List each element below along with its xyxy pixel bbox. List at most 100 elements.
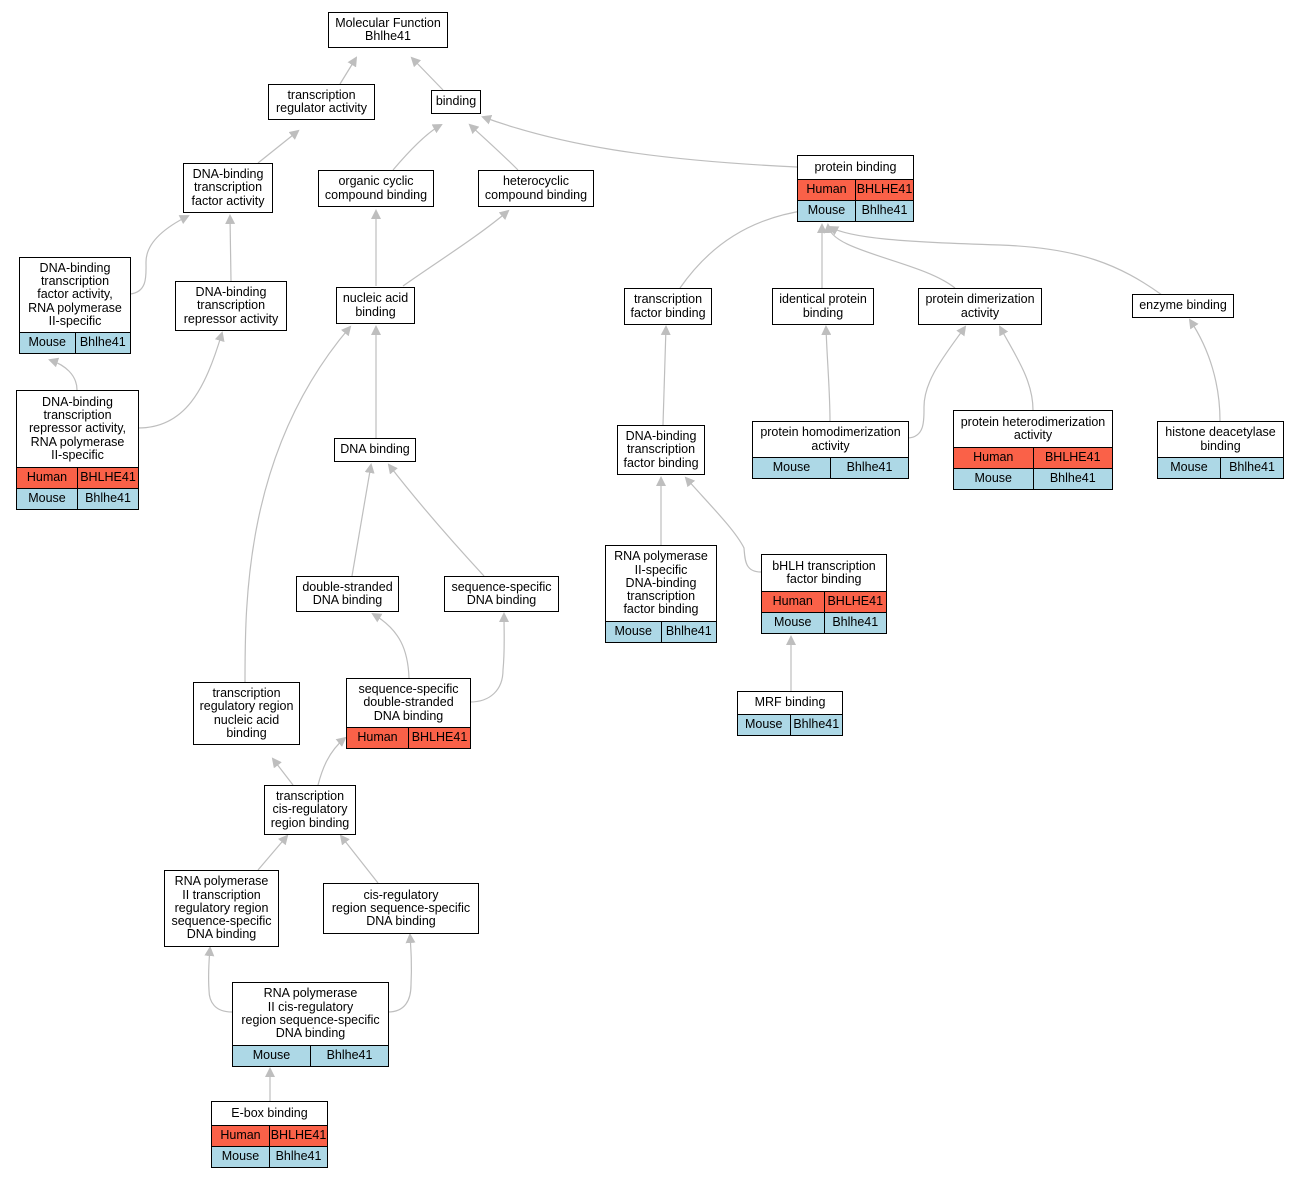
node-dna-binding[interactable]: DNA binding	[334, 438, 416, 462]
mouse-row: Mouse Bhlhe41	[762, 612, 886, 633]
node-label: protein heterodimerization activity	[960, 414, 1106, 442]
node-label: identical protein binding	[779, 292, 867, 320]
node-dna-binding-tf-activity-rnap2[interactable]: DNA-binding transcription factor activit…	[19, 257, 131, 354]
node-dna-binding-repressor-activity[interactable]: DNA-binding transcription repressor acti…	[175, 281, 287, 331]
mouse-row: Mouse Bhlhe41	[233, 1045, 388, 1066]
node-label: nucleic acid binding	[342, 291, 409, 319]
node-label: DNA-binding transcription factor binding	[623, 429, 699, 470]
node-heterocyclic-compound-binding[interactable]: heterocyclic compound binding	[478, 170, 594, 207]
node-protein-dimerization-activity[interactable]: protein dimerization activity	[918, 288, 1042, 325]
gene-cell: BHLHE41	[408, 728, 470, 748]
node-transcription-regulatory-region-nab[interactable]: transcription regulatory region nucleic …	[193, 682, 300, 745]
node-transcription-factor-binding[interactable]: transcription factor binding	[624, 288, 712, 325]
edge-occb-to-binding	[392, 124, 443, 171]
node-label: bHLH transcription factor binding	[772, 558, 876, 586]
node-organic-cyclic-compound-binding[interactable]: organic cyclic compound binding	[318, 170, 434, 207]
node-label: cis-regulatory region sequence-specific …	[331, 887, 471, 929]
node-rnap2-cis-regulatory-region-ssdb[interactable]: RNA polymerase II cis-regulatory region …	[232, 982, 389, 1067]
node-double-stranded-dna-binding[interactable]: double-stranded DNA binding	[296, 576, 399, 612]
node-molecular-function[interactable]: Molecular Function Bhlhe41	[328, 12, 448, 48]
species-cell: Mouse	[807, 203, 846, 218]
gene-cell: Bhlhe41	[77, 489, 138, 509]
node-cis-regulatory-region-ssdb[interactable]: cis-regulatory region sequence-specific …	[323, 883, 479, 934]
node-binding[interactable]: binding	[431, 90, 481, 114]
gene-cell: Bhlhe41	[269, 1147, 327, 1167]
node-label: sequence-specific double-stranded DNA bi…	[358, 682, 459, 723]
edge-pda-to-pb	[823, 223, 956, 289]
gene-cell: Bhlhe41	[823, 613, 887, 633]
node-label: DNA-binding transcription factor activit…	[28, 260, 122, 328]
edge-nab-to-hcb	[402, 209, 510, 287]
species-cell: Mouse	[1170, 460, 1208, 475]
edge-tra-to-mf	[339, 56, 358, 85]
species-cell: Human	[772, 594, 813, 609]
gene-cell: Bhlhe41	[1032, 469, 1113, 489]
human-row: Human BHLHE41	[347, 727, 470, 748]
edge-rnap2trr-to-tcrrb	[257, 834, 289, 871]
node-sequence-specific-dna-binding[interactable]: sequence-specific DNA binding	[444, 576, 559, 612]
node-rnap2-transcription-regulatory-region-ssdb[interactable]: RNA polymerase II transcription regulato…	[164, 870, 279, 947]
species-cell: Human	[26, 470, 68, 485]
edge-dbtfb-to-tfb	[660, 325, 671, 426]
edge-ssds-to-ssdb	[469, 612, 510, 703]
species-cell: Mouse	[28, 491, 66, 506]
node-label: protein homodimerization activity	[760, 425, 901, 453]
species-cell: Mouse	[221, 1149, 260, 1164]
node-label: organic cyclic compound binding	[324, 174, 428, 202]
edge-phomo-to-pda	[907, 325, 967, 439]
edge-trrnab-to-nab	[244, 325, 352, 683]
node-rnap2-specific-dna-binding-tf-binding[interactable]: RNA polymerase II-specific DNA-binding t…	[605, 545, 717, 643]
node-identical-protein-binding[interactable]: identical protein binding	[772, 288, 874, 325]
node-enzyme-binding[interactable]: enzyme binding	[1132, 294, 1234, 318]
gene-cell: BHLHE41	[1032, 448, 1113, 468]
mouse-row: Mouse Bhlhe41	[798, 200, 913, 221]
species-cell: Mouse	[252, 1048, 291, 1063]
node-seq-specific-ds-dna-binding[interactable]: sequence-specific double-stranded DNA bi…	[346, 678, 471, 749]
node-label: enzyme binding	[1139, 298, 1227, 313]
node-dna-binding-tf-binding[interactable]: DNA-binding transcription factor binding	[617, 425, 705, 475]
edge-rnap2tf-to-dbtfa	[129, 215, 190, 295]
edge-ssdb-to-dnab	[387, 463, 485, 577]
edge-tcrrb-to-ssds	[317, 736, 347, 786]
node-nucleic-acid-binding[interactable]: nucleic acid binding	[336, 287, 415, 324]
node-label: heterocyclic compound binding	[484, 174, 588, 202]
node-transcription-regulator-activity[interactable]: transcription regulator activity	[268, 84, 375, 120]
mouse-row: Mouse Bhlhe41	[954, 468, 1112, 489]
node-label: DNA-binding transcription factor activit…	[191, 167, 265, 208]
node-label: histone deacetylase binding	[1165, 425, 1276, 453]
species-cell: Human	[357, 730, 398, 745]
node-protein-heterodimerization-activity[interactable]: protein heterodimerization activity Huma…	[953, 410, 1113, 490]
gene-cell: Bhlhe41	[789, 715, 843, 735]
species-cell: Mouse	[773, 615, 812, 630]
species-cell: Mouse	[974, 471, 1013, 486]
node-label: RNA polymerase II cis-regulatory region …	[241, 986, 380, 1041]
edge-tfb-to-pb	[679, 206, 810, 289]
gene-cell: BHLHE41	[823, 592, 887, 612]
node-dna-binding-repressor-rnap2[interactable]: DNA-binding transcription repressor acti…	[16, 390, 139, 510]
node-label: protein dimerization activity	[925, 292, 1035, 320]
edge-binding-to-mf	[410, 56, 444, 91]
gene-cell: Bhlhe41	[310, 1046, 388, 1066]
node-label: transcription cis-regulatory region bind…	[270, 789, 350, 830]
gene-cell: Bhlhe41	[830, 458, 908, 478]
gene-cell: Bhlhe41	[855, 201, 913, 221]
edge-ssds-to-dsdb	[371, 612, 410, 679]
edge-hdb-to-eb	[1188, 318, 1221, 422]
mouse-row: Mouse Bhlhe41	[212, 1146, 327, 1167]
node-label: sequence-specific DNA binding	[451, 579, 552, 607]
node-label: DNA-binding transcription repressor acti…	[183, 285, 279, 326]
edge-dsdb-to-dnab	[351, 463, 375, 577]
node-dna-binding-tf-activity[interactable]: DNA-binding transcription factor activit…	[183, 163, 273, 213]
node-transcription-cis-regulatory-region-binding[interactable]: transcription cis-regulatory region bind…	[264, 785, 356, 835]
